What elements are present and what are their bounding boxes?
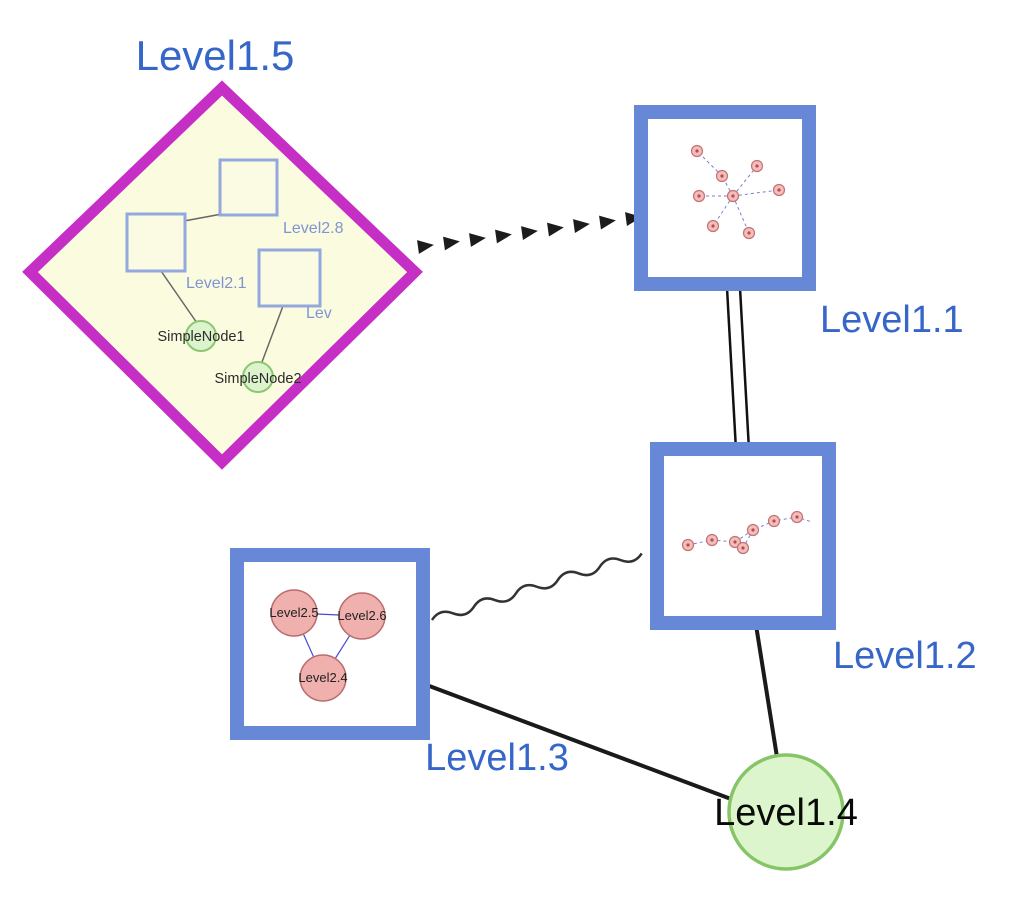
mini-graph-level1-2 <box>681 510 813 555</box>
mini-graph-level1-1 <box>690 144 786 240</box>
inner-edge-right-simplenode2[interactable] <box>261 305 284 363</box>
inner-node-label-level2-8: Level2.8 <box>283 220 344 237</box>
child-node-label-level2-6: Level2.6 <box>337 608 386 623</box>
edge-level15-level11[interactable] <box>417 209 643 254</box>
inner-node-label-level2-1: Level2.1 <box>186 275 247 292</box>
edge-level13-level14[interactable] <box>423 682 732 801</box>
edge-level11-level12[interactable] <box>725 287 751 451</box>
child-node-label-level2-5: Level2.5 <box>269 605 318 620</box>
inner-edge-left-simplenode1[interactable] <box>160 270 198 324</box>
edge-level12-level14[interactable] <box>754 624 779 758</box>
simple-node-1[interactable] <box>185 320 217 352</box>
node-level1-3[interactable]: Level2.5 Level2.6 Level2.4 <box>230 548 430 740</box>
inner-node-label-lev: Lev <box>306 305 332 322</box>
node-label-level1-1: Level1.1 <box>820 299 964 341</box>
child-node-level2-4[interactable] <box>299 654 347 702</box>
child-node-level2-6[interactable] <box>338 592 386 640</box>
inner-node-level2-7[interactable] <box>257 248 322 308</box>
node-label-level1-4: Level1.4 <box>714 792 858 834</box>
child-node-label-level2-4: Level2.4 <box>298 670 347 685</box>
simple-node-2[interactable] <box>242 361 274 393</box>
node-level1-2[interactable] <box>650 442 836 630</box>
inner-edge-top-left[interactable] <box>183 213 223 222</box>
simple-node-1-label: SimpleNode1 <box>157 329 244 345</box>
group-node-label-level1-5: Level1.5 <box>136 32 295 79</box>
simple-node-2-label: SimpleNode2 <box>214 371 301 387</box>
node-label-level1-2: Level1.2 <box>833 635 977 677</box>
node-label-level1-3: Level1.3 <box>425 737 569 779</box>
mini-graph-level1-3: Level2.5 Level2.6 Level2.4 <box>269 589 387 702</box>
inner-node-level2-8[interactable] <box>218 158 279 217</box>
node-level1-1[interactable] <box>634 105 816 291</box>
group-node-level1-5[interactable]: Level2.8 Level2.1 Lev SimpleNode1 Simple… <box>22 80 423 470</box>
edge-level13-level12[interactable] <box>430 549 643 624</box>
inner-node-level2-1[interactable] <box>125 212 187 273</box>
child-node-level2-5[interactable] <box>270 589 318 637</box>
node-level1-4[interactable] <box>727 753 845 871</box>
